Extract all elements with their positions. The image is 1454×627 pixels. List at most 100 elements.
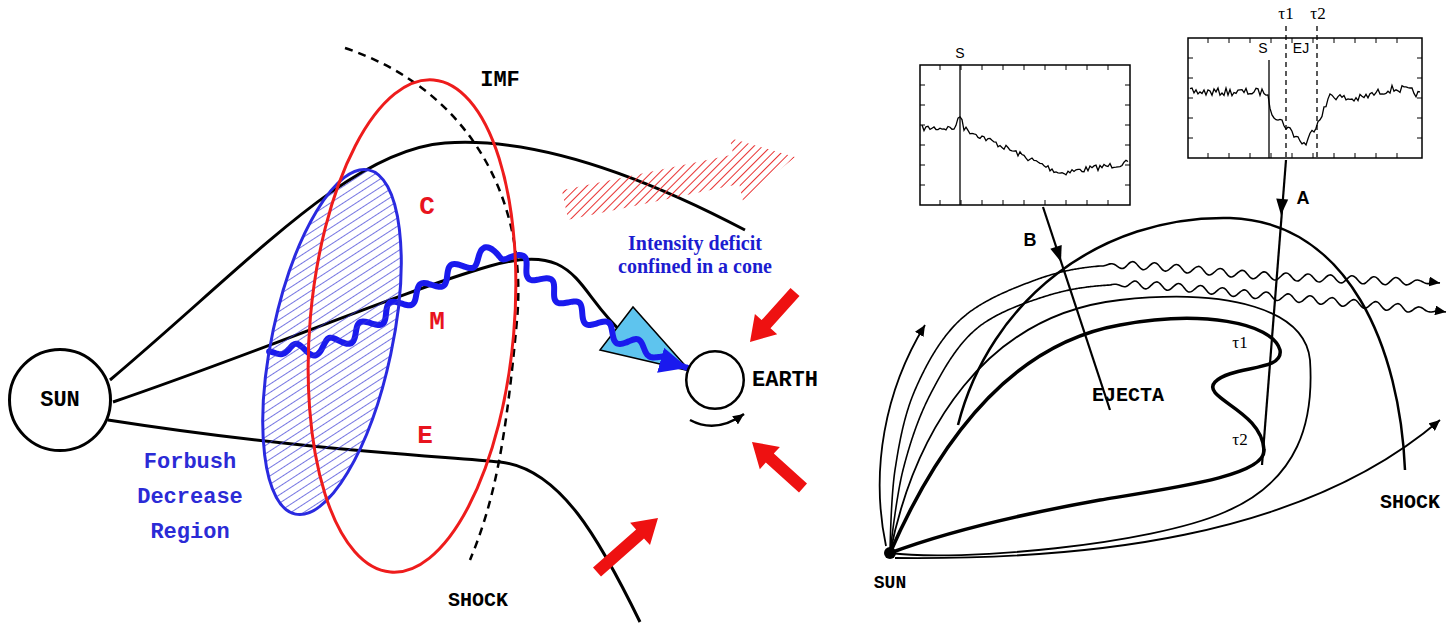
axis-tick [1125, 185, 1130, 186]
earth-label: EARTH [752, 368, 818, 393]
text-anchor: SUN [874, 573, 906, 593]
axis-tick [1334, 38, 1335, 43]
turbulent-field-line [890, 281, 1446, 553]
node-outline [289, 71, 535, 581]
text-anchor: SHOCK [1380, 491, 1440, 514]
axis-tick [1024, 65, 1025, 70]
sun-circle: SUN [8, 348, 112, 452]
axis-tick [1125, 105, 1130, 106]
field-line [880, 325, 925, 546]
cme-ellipse: C M E [306, 78, 518, 574]
axis-tick [1208, 38, 1209, 43]
axis-tick [920, 85, 925, 86]
annotation: Intensity deficit confined in a cone [595, 232, 795, 278]
text-anchor: S [955, 45, 964, 61]
axis-tick [1397, 153, 1398, 158]
turbulent-field-line [890, 262, 1440, 553]
axis-tick [1045, 200, 1046, 205]
node-outline [10, 350, 111, 451]
time-marker: τ2 [1310, 4, 1325, 24]
cme-letter: M [429, 307, 445, 337]
axis-tick [1292, 153, 1293, 158]
axis-tick [1125, 145, 1130, 146]
axis-tick [1417, 118, 1422, 119]
sun-label: SUN [40, 388, 80, 413]
ejecta-label: EJECTA [1092, 384, 1164, 407]
text-anchor: IMF [480, 68, 520, 93]
text-anchor: B [1024, 230, 1037, 251]
intensity-trace [922, 117, 1128, 175]
ejecta-loop [890, 318, 1280, 553]
text-anchor: C [419, 192, 435, 222]
field-loop [890, 297, 1311, 556]
text-anchor: τ1 [1232, 333, 1247, 353]
axis-tick [1188, 58, 1193, 59]
marker-line [1316, 26, 1317, 158]
axis-tick [1003, 200, 1004, 205]
imf-line [108, 420, 640, 622]
imf-label: IMF [480, 68, 520, 93]
axis-tick [1417, 138, 1422, 139]
field-line [895, 420, 1440, 558]
axis-tick [1188, 138, 1193, 139]
time-marker: τ1 [1278, 4, 1293, 24]
axis-tick [1271, 38, 1272, 43]
node-outline [685, 350, 745, 410]
axis-tick [1087, 65, 1088, 70]
region-label: Forbush Decrease Region [125, 445, 255, 550]
axis-tick [1271, 153, 1272, 158]
axis-tick [920, 105, 925, 106]
motion-arrow [562, 138, 795, 220]
trajectory-label: B [1024, 230, 1037, 251]
axis-tick [1066, 200, 1067, 205]
axis-tick [1125, 165, 1130, 166]
inset-plot [1188, 38, 1422, 158]
text-anchor: τ2 [1310, 4, 1325, 24]
axis-tick [1334, 153, 1335, 158]
axis-tick [1045, 65, 1046, 70]
rotation-arrow [690, 414, 744, 426]
axis-tick [961, 65, 962, 70]
axis-tick [940, 65, 941, 70]
axis-tick [940, 200, 941, 205]
axis-tick [982, 200, 983, 205]
axis-tick [920, 165, 925, 166]
cme-letter: E [417, 421, 433, 451]
axis-tick [1250, 38, 1251, 43]
axis-tick [1188, 78, 1193, 79]
plot-marker: EJ [1293, 40, 1309, 56]
text-anchor: Intensity deficit confined in a cone [595, 232, 795, 278]
earth-circle: EARTH [685, 350, 745, 410]
axis-tick [1066, 65, 1067, 70]
axis-tick [1417, 78, 1422, 79]
shock-front [958, 218, 1405, 470]
text-anchor: EJECTA [1092, 384, 1164, 407]
cosmic-ray-arrow [593, 518, 658, 577]
shock-label: SHOCK [1380, 491, 1440, 514]
text-anchor: EARTH [752, 368, 818, 393]
text-anchor: S [1258, 40, 1267, 56]
axis-tick [982, 65, 983, 70]
node-outline [306, 78, 518, 574]
axis-tick [961, 200, 962, 205]
cme-letter: C [419, 192, 435, 222]
time-marker: τ1 [1232, 333, 1247, 353]
plot-marker: S [1258, 40, 1267, 56]
node-outline [261, 167, 403, 517]
text-anchor: Forbush Decrease Region [125, 445, 255, 550]
axis-tick [1417, 98, 1422, 99]
marker-line [1285, 26, 1286, 158]
axis-tick [1376, 38, 1377, 43]
axis-tick [1376, 153, 1377, 158]
trajectory-label: A [1297, 188, 1310, 209]
cosmic-ray-arrow [752, 442, 807, 493]
node-outline [237, 157, 428, 526]
inset-plot [920, 65, 1130, 205]
axis-tick [1229, 38, 1230, 43]
axis-tick [1397, 38, 1398, 43]
forbush-region: Forbush Decrease Region [261, 167, 403, 517]
plot-marker: S [955, 45, 964, 61]
axis-tick [1003, 65, 1004, 70]
intensity-trace [1190, 85, 1420, 145]
